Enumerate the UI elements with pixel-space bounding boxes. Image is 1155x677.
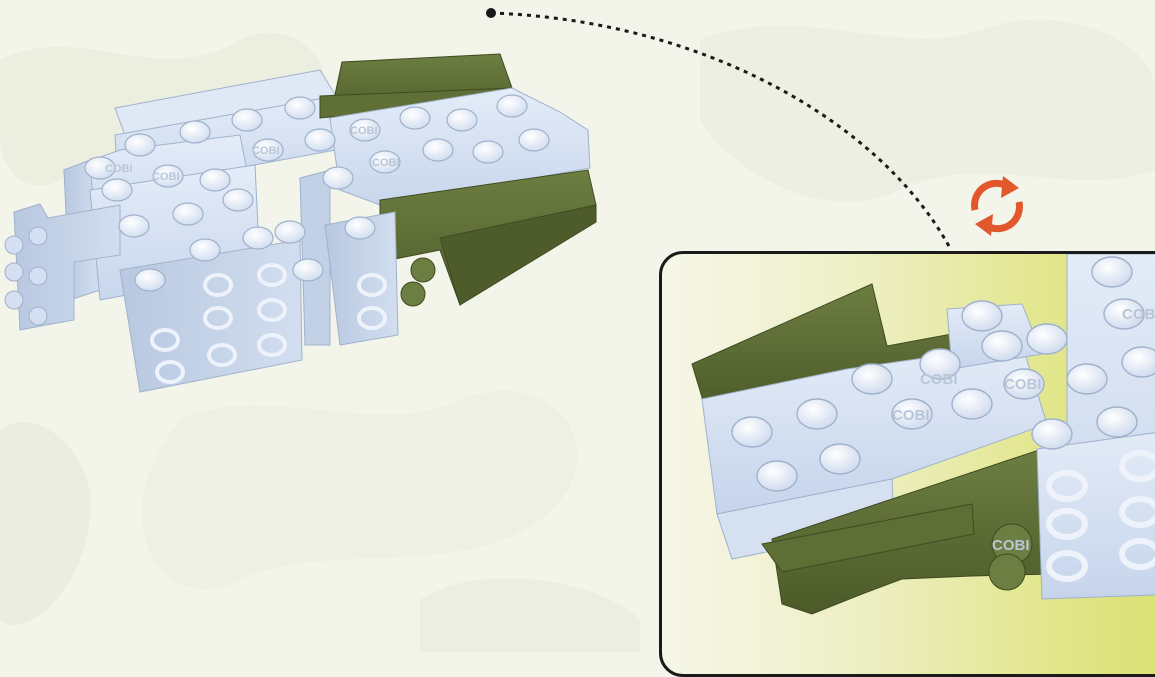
stud-logo: COBI	[992, 537, 1030, 554]
stud-logo: COBI	[1122, 306, 1155, 323]
stud-logo: COBI	[152, 171, 180, 183]
brick-model: COBI COBI COBI COBI COBI	[5, 54, 596, 392]
stud-logo: COBI	[892, 407, 930, 424]
detail-inset: COBI COBI COBI COBI COBI	[659, 251, 1155, 677]
stud-logo: COBI	[920, 371, 958, 388]
stud-logo: COBI	[350, 125, 378, 137]
rotate-arrows-icon	[974, 176, 1019, 236]
callout-anchor-dot	[486, 8, 496, 18]
stud-logo: COBI	[1004, 376, 1042, 393]
stud-logo: COBI	[372, 157, 400, 169]
stud-logo: COBI	[105, 163, 133, 175]
stud-logo: COBI	[252, 145, 280, 157]
